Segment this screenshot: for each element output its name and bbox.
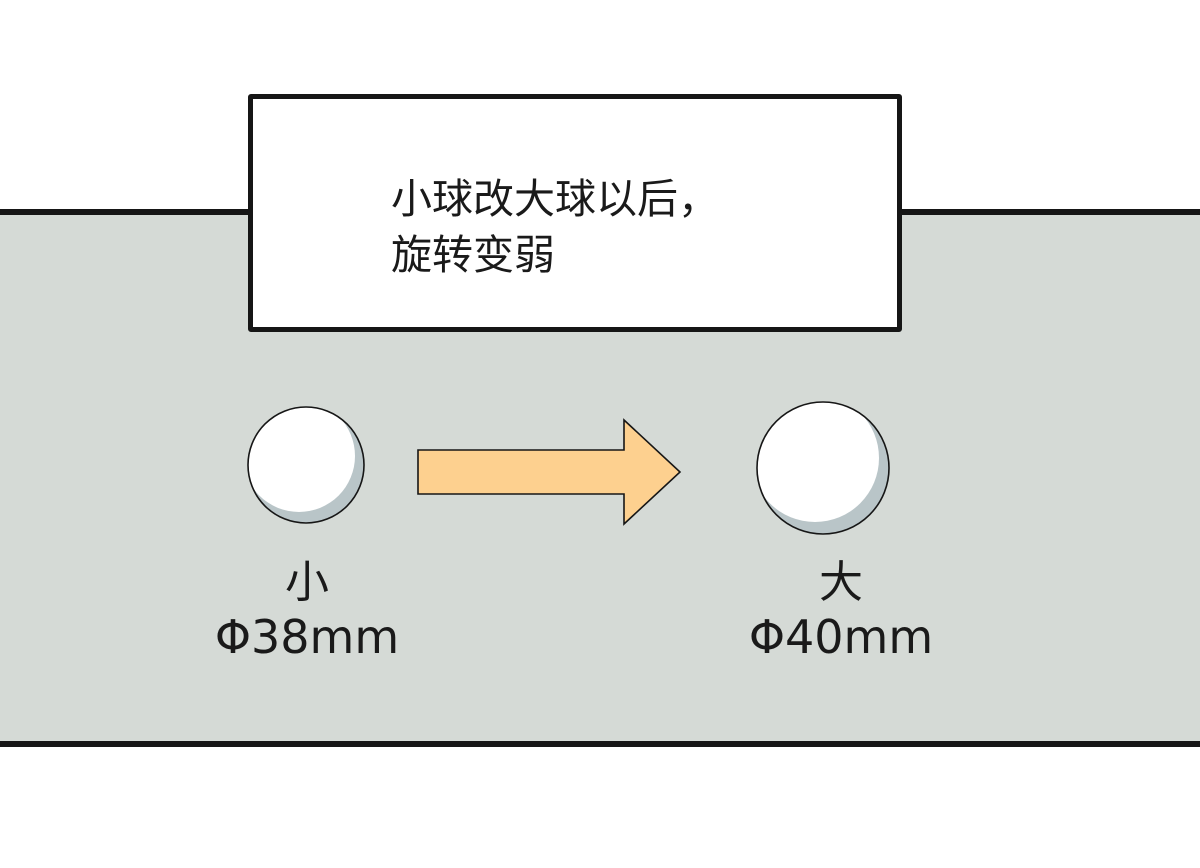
small-ball-diameter: Φ38mm xyxy=(214,610,400,664)
large-ball-label: 大 Φ40mm xyxy=(711,557,971,665)
right-arrow-icon xyxy=(417,418,682,526)
small-ball-label: 小 Φ38mm xyxy=(177,557,437,665)
small-ball-size-name: 小 xyxy=(285,557,329,608)
large-ball-diameter: Φ40mm xyxy=(748,610,934,664)
caption-line-2: 旋转变弱 xyxy=(391,231,555,279)
caption-line-1: 小球改大球以后， xyxy=(391,175,719,223)
caption-text: 小球改大球以后， 旋转变弱 xyxy=(391,171,719,283)
large-ball-size-name: 大 xyxy=(819,557,863,608)
large-ball-icon xyxy=(756,401,890,535)
small-ball-icon xyxy=(247,406,365,524)
caption-box: 小球改大球以后， 旋转变弱 xyxy=(248,94,902,332)
